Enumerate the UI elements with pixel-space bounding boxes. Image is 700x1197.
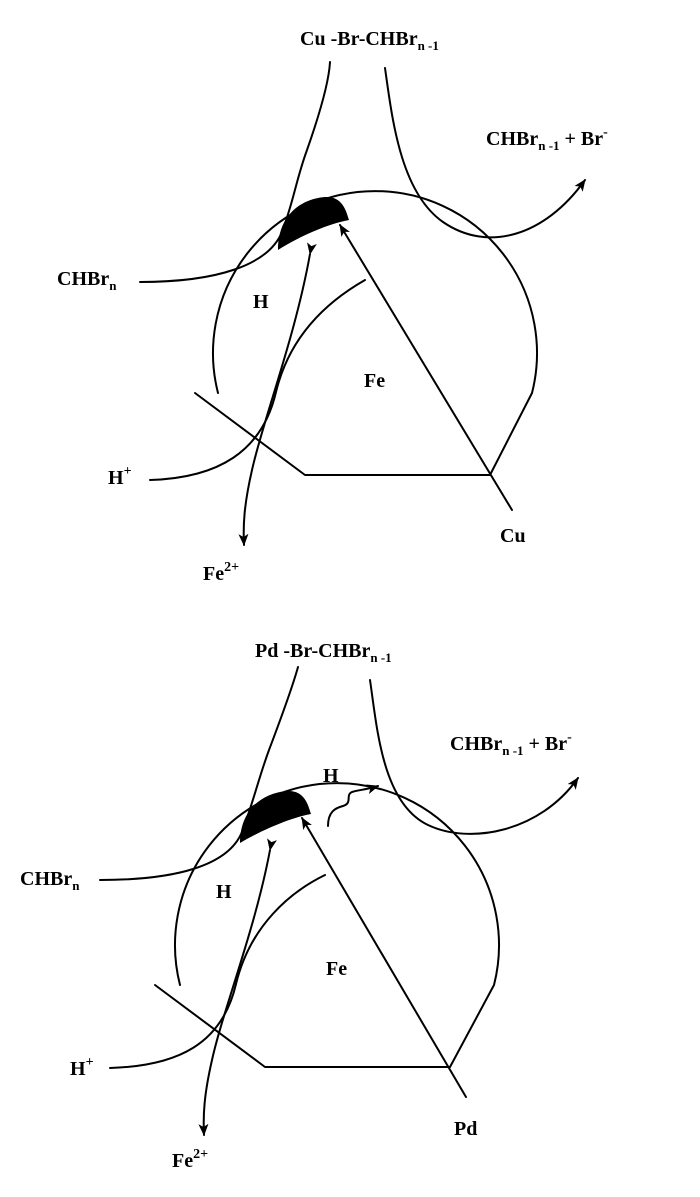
complex-label: Cu -Br-CHBrn -1 bbox=[300, 28, 439, 53]
proton-label: H+ bbox=[70, 1055, 94, 1080]
panel-pd: Pd -Br-CHBrn -1 CHBrn -1 + Br- H CHBrn H… bbox=[20, 640, 579, 1172]
hydrogen-release-arrow bbox=[327, 784, 379, 827]
hydrogen-label: H bbox=[253, 291, 269, 313]
hydrogen-label: H bbox=[216, 881, 232, 903]
reactant-flow-line bbox=[139, 61, 331, 283]
reactant-label: CHBrn bbox=[57, 268, 117, 293]
fe-particle-outline bbox=[154, 782, 500, 1068]
product-flow-arrow bbox=[369, 679, 579, 835]
pd-deposit bbox=[240, 790, 311, 843]
products-label: CHBrn -1 + Br- bbox=[450, 730, 572, 758]
catalyst-label: Cu bbox=[500, 525, 526, 547]
reactant-flow-line bbox=[99, 666, 299, 881]
products-label: CHBrn -1 + Br- bbox=[486, 125, 608, 153]
fe-particle-outline bbox=[194, 190, 538, 476]
product-flow-arrow bbox=[384, 67, 586, 239]
ferrous-ion-label: Fe2+ bbox=[172, 1147, 208, 1172]
released-hydrogen-label: H bbox=[323, 765, 339, 787]
catalyst-arrow bbox=[339, 224, 513, 511]
ferrous-ion-label: Fe2+ bbox=[203, 560, 239, 585]
metal-label: Fe bbox=[326, 958, 347, 980]
fe-dissolution-arrow bbox=[238, 242, 317, 546]
proton-label: H+ bbox=[108, 464, 132, 489]
panel-cu: Cu -Br-CHBrn -1 CHBrn -1 + Br- CHBrn H F… bbox=[57, 28, 608, 585]
catalyst-arrow bbox=[301, 817, 467, 1098]
reactant-label: CHBrn bbox=[20, 868, 80, 893]
catalyst-label: Pd bbox=[454, 1118, 477, 1140]
fe-dissolution-arrow bbox=[198, 838, 277, 1136]
metal-label: Fe bbox=[364, 370, 385, 392]
complex-label: Pd -Br-CHBrn -1 bbox=[255, 640, 392, 665]
cu-deposit bbox=[278, 196, 349, 250]
